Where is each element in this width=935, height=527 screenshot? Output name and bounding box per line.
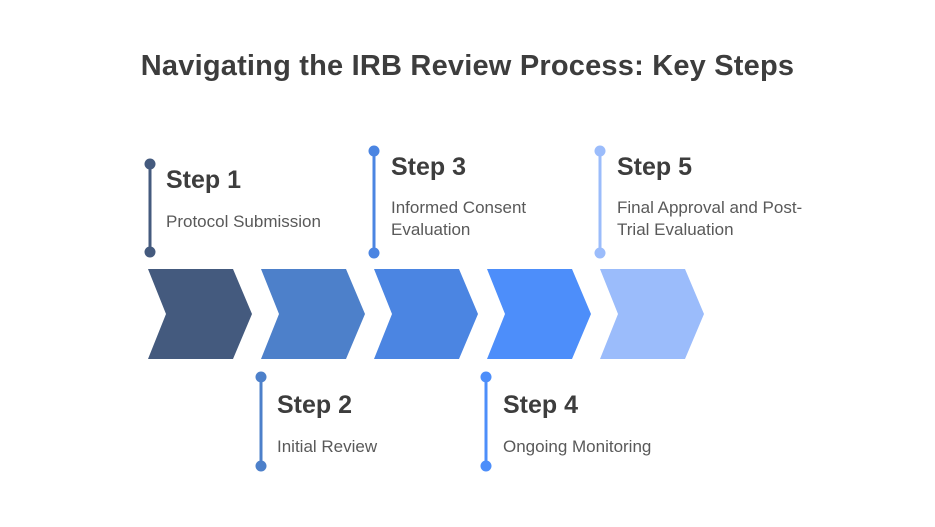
chevron-step-3 — [374, 269, 478, 359]
connector-dot-bottom-step-1 — [144, 246, 156, 258]
connector-dot-top-step-4 — [480, 371, 492, 383]
step-1-title: Step 1 — [166, 166, 242, 194]
connector-dot-top-step-1 — [144, 158, 156, 170]
step-1-description: Protocol Submission — [166, 212, 321, 231]
connector-dot-bottom-step-2 — [255, 460, 267, 472]
step-4-title: Step 4 — [503, 391, 579, 419]
step-3-description: Informed Consent Evaluation — [391, 198, 527, 239]
step-2-label-block: Step 2 Initial Review — [277, 392, 477, 458]
step-2-description: Initial Review — [277, 437, 378, 456]
step-5-label-block: Step 5 Final Approval and Post-Trial Eva… — [617, 154, 812, 241]
step-4-description: Ongoing Monitoring — [503, 437, 652, 456]
step-3-title: Step 3 — [391, 153, 467, 181]
connector-dot-top-step-3 — [368, 145, 380, 157]
page-title: Navigating the IRB Review Process: Key S… — [140, 50, 795, 82]
connector-dot-bottom-step-4 — [480, 460, 492, 472]
chevron-step-2 — [261, 269, 365, 359]
connector-dot-top-step-2 — [255, 371, 267, 383]
step-5-description: Final Approval and Post-Trial Evaluation — [617, 198, 803, 239]
step-3-label-block: Step 3 Informed Consent Evaluation — [391, 154, 561, 241]
chevron-step-1 — [148, 269, 252, 359]
chevron-step-4 — [487, 269, 591, 359]
step-5-title: Step 5 — [617, 153, 693, 181]
step-4-label-block: Step 4 Ongoing Monitoring — [503, 392, 713, 458]
connector-dot-bottom-step-5 — [594, 247, 606, 259]
step-1-label-block: Step 1 Protocol Submission — [166, 167, 366, 233]
step-2-title: Step 2 — [277, 391, 353, 419]
chevron-step-5 — [600, 269, 704, 359]
connector-dot-top-step-5 — [594, 145, 606, 157]
connector-dot-bottom-step-3 — [368, 247, 380, 259]
